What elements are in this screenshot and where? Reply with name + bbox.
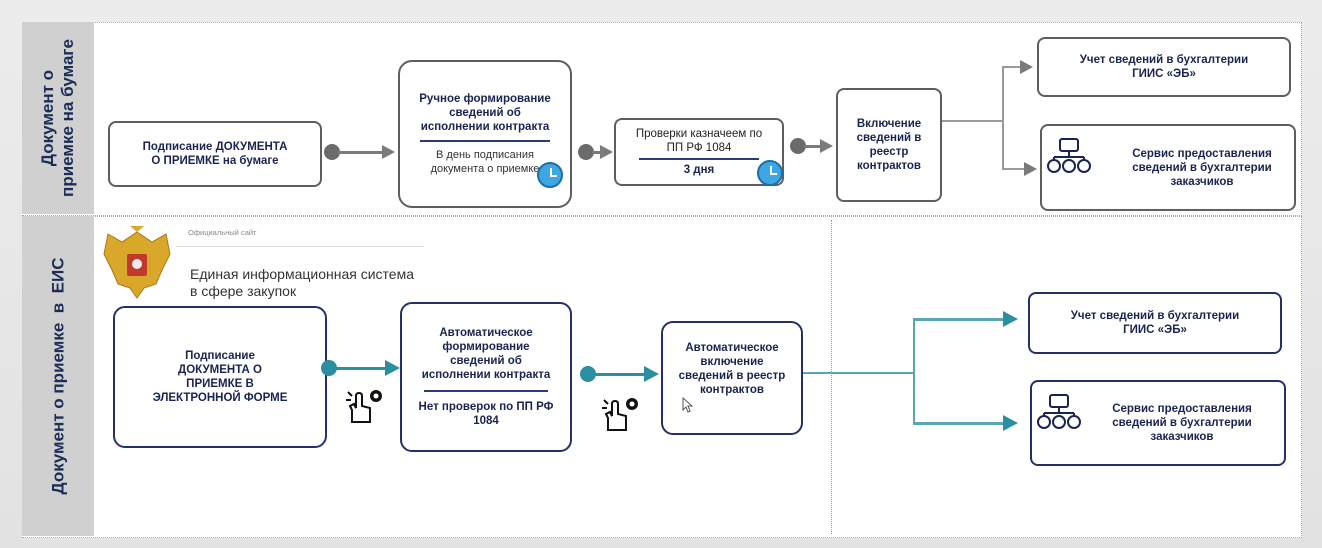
paper-manual-title: Ручное формирование сведений об исполнен…	[419, 93, 551, 133]
paper-account-text: Учет сведений в бухгалтерии ГИИС «ЭБ»	[1079, 54, 1249, 80]
paper-sign-box: Подписание ДОКУМЕНТА О ПРИЕМКЕ на бумаге	[108, 121, 322, 187]
eis-service-box: Сервис предоставления сведений в бухгалт…	[1030, 380, 1286, 466]
connector-line	[592, 151, 602, 154]
touch-hand-icon	[346, 390, 382, 423]
connector-line	[335, 367, 387, 370]
connector-dot	[324, 144, 340, 160]
eis-title: Единая информационная система в сфере за…	[190, 266, 414, 300]
separator	[639, 158, 759, 160]
lane-divider	[831, 220, 833, 534]
paper-service-text: Сервис предоставления сведений в бухгалт…	[1132, 147, 1272, 188]
eis-lane-label: Документ о приемке в ЕИС	[22, 216, 94, 536]
arrow-right-icon	[385, 360, 400, 376]
eis-sign-text: Подписание ДОКУМЕНТА О ПРИЕМКЕ В ЭЛЕКТРО…	[152, 350, 288, 404]
paper-treasury-box: Проверки казначеем по ПП РФ 1084 3 дня	[614, 118, 784, 186]
touch-hand-icon	[602, 398, 638, 431]
connector-line	[594, 373, 646, 376]
branch-line	[913, 422, 1005, 425]
arrow-right-icon	[600, 145, 613, 159]
eis-auto-include-text: Автоматическое включение сведений в реес…	[678, 342, 786, 396]
eis-header-rule	[176, 246, 424, 247]
clock-icon	[537, 162, 563, 188]
eis-sign-box: Подписание ДОКУМЕНТА О ПРИЕМКЕ В ЭЛЕКТРО…	[113, 306, 327, 448]
arrow-right-icon	[382, 145, 395, 159]
eis-auto-form-box: Автоматическое формирование сведений об …	[400, 302, 572, 452]
branch-line	[1002, 66, 1004, 170]
connector-line	[804, 145, 822, 148]
arrow-right-icon	[1020, 60, 1033, 74]
arrow-right-icon	[1024, 162, 1037, 176]
eis-title-line2: в сфере закупок	[190, 283, 297, 299]
paper-treasury-title: Проверки казначеем по ПП РФ 1084	[635, 128, 763, 154]
network-icon	[1047, 138, 1091, 173]
eis-auto-form-note: Нет проверок по ПП РФ 1084	[418, 401, 554, 427]
paper-manual-note: В день подписания документа о приемке	[430, 149, 540, 175]
paper-registry-box: Включение сведений в реестр контрактов	[836, 88, 942, 202]
branch-line	[942, 120, 1004, 122]
paper-account-box: Учет сведений в бухгалтерии ГИИС «ЭБ»	[1037, 37, 1291, 97]
network-icon	[1037, 394, 1081, 429]
eis-official-site-label: Официальный сайт	[188, 228, 257, 237]
cursor-icon	[682, 397, 694, 413]
paper-sign-text: Подписание ДОКУМЕНТА О ПРИЕМКЕ на бумаге	[142, 141, 288, 167]
paper-lane-label: Документ о приемке на бумаге	[22, 22, 94, 214]
paper-service-box: Сервис предоставления сведений в бухгалт…	[1040, 124, 1296, 211]
eis-account-box: Учет сведений в бухгалтерии ГИИС «ЭБ»	[1028, 292, 1282, 354]
eis-account-text: Учет сведений в бухгалтерии ГИИС «ЭБ»	[1070, 310, 1240, 336]
eis-title-line1: Единая информационная система	[190, 266, 414, 282]
connector-dot	[790, 138, 806, 154]
eis-auto-include-box: Автоматическое включение сведений в реес…	[661, 321, 803, 435]
eis-lane-label-text: Документ о приемке в ЕИС	[48, 257, 68, 495]
connector-line	[338, 151, 384, 154]
clock-icon	[757, 160, 783, 186]
connector-dot	[580, 366, 596, 382]
coat-of-arms-icon	[103, 226, 171, 299]
connector-dot	[321, 360, 337, 376]
eis-auto-form-title: Автоматическое формирование сведений об …	[421, 327, 551, 381]
arrow-right-icon	[1003, 311, 1018, 327]
paper-lane-label-line1: Документ о	[38, 69, 58, 167]
connector-dot	[578, 144, 594, 160]
separator	[420, 140, 550, 142]
branch-line	[913, 318, 915, 424]
branch-line	[913, 318, 1005, 321]
paper-registry-text: Включение сведений в реестр контрактов	[856, 118, 922, 172]
paper-lane-label-line2: приемке на бумаге	[58, 39, 78, 197]
arrow-right-icon	[1003, 415, 1018, 431]
branch-line	[1002, 66, 1022, 68]
arrow-right-icon	[820, 139, 833, 153]
eis-service-text: Сервис предоставления сведений в бухгалт…	[1112, 403, 1252, 443]
separator	[424, 390, 548, 392]
paper-treasury-days: 3 дня	[683, 164, 715, 176]
arrow-right-icon	[644, 366, 659, 382]
branch-line	[803, 372, 915, 374]
branch-line	[1002, 168, 1024, 170]
